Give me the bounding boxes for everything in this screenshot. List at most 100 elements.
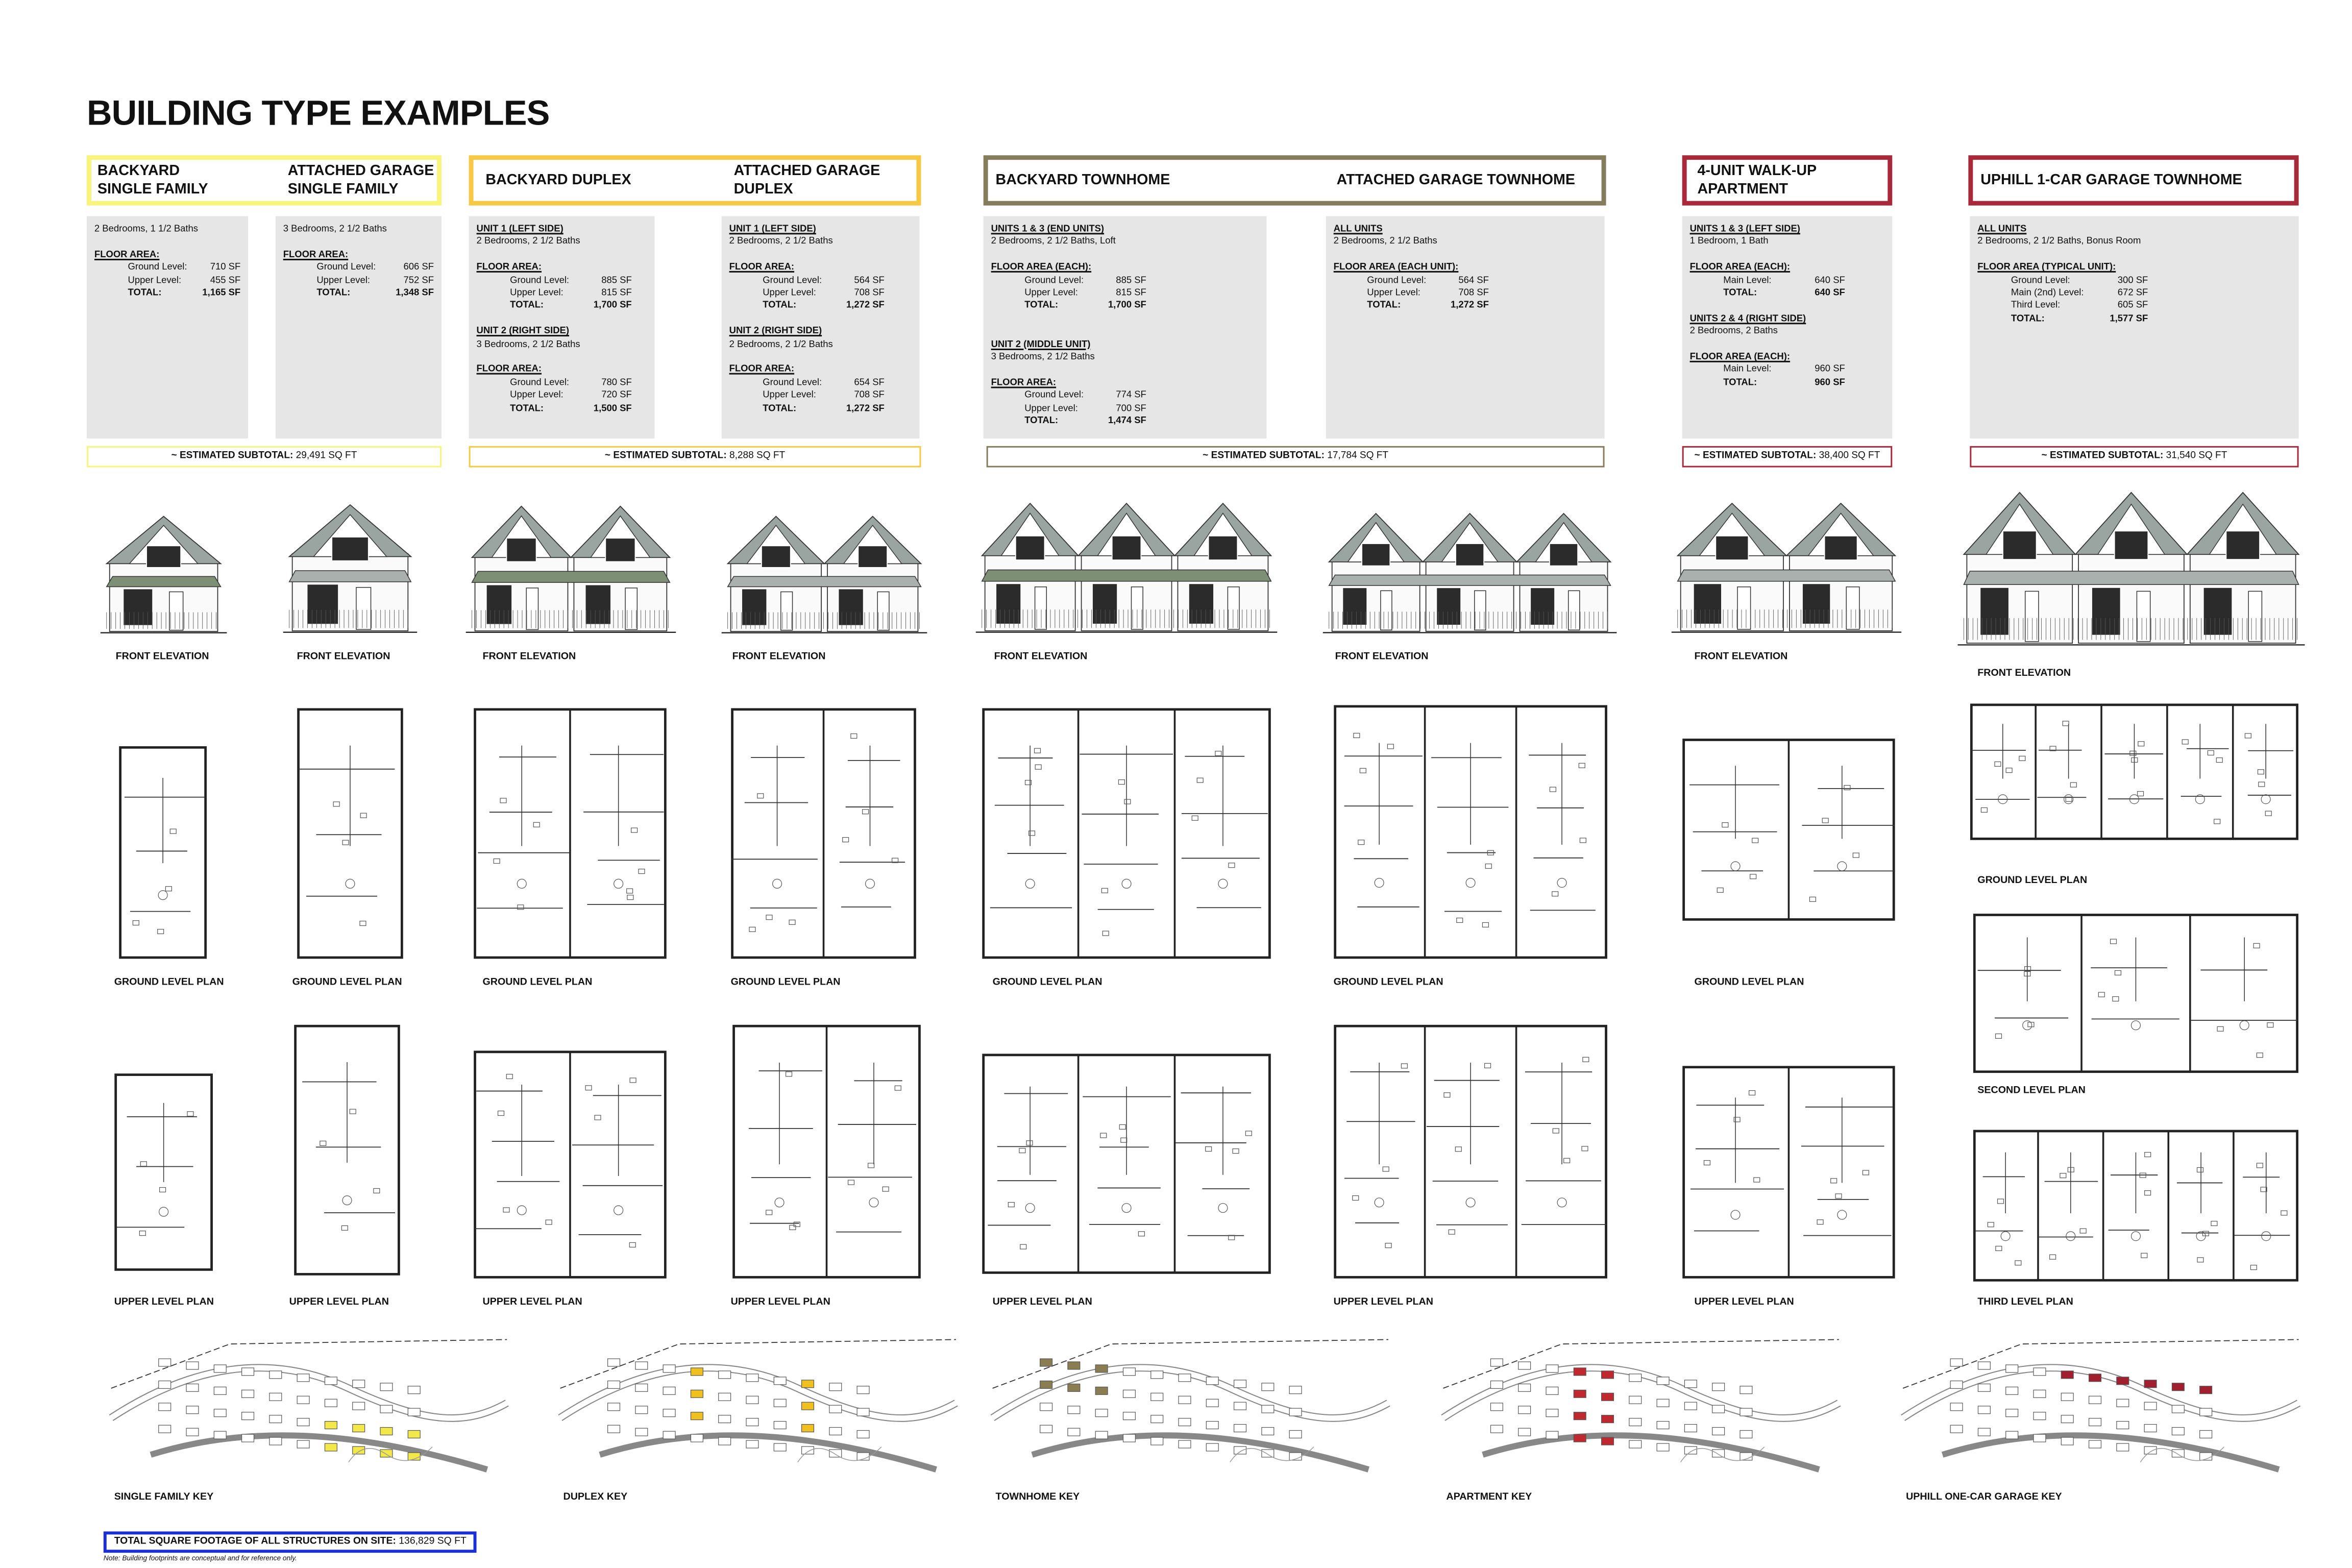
table <box>1837 1210 1847 1220</box>
furniture <box>1552 891 1559 897</box>
total-value: 136,829 SQ FT <box>399 1536 467 1547</box>
floor-area-row: Main Level:640 SF <box>1690 275 1885 288</box>
level-value: 455 SF <box>210 275 241 286</box>
highlighted-building <box>1573 1434 1586 1442</box>
floor-plan-drawing <box>474 1050 667 1279</box>
furniture <box>360 813 367 818</box>
table <box>345 878 355 889</box>
furniture <box>2141 1253 2148 1258</box>
floor-plan-drawing <box>1970 703 2298 840</box>
furniture <box>1196 777 1204 783</box>
floor-area-heading: FLOOR AREA: <box>729 262 795 273</box>
level-value: 815 SF <box>601 287 632 299</box>
level-value: 774 SF <box>1116 390 1146 401</box>
building <box>2061 1437 2074 1446</box>
building <box>186 1406 199 1414</box>
highlighted-building <box>1601 1437 1614 1446</box>
building <box>2061 1392 2074 1401</box>
furniture <box>320 1140 327 1146</box>
level-value: 780 SF <box>601 377 632 388</box>
furniture <box>545 1219 552 1225</box>
floor-area-row: TOTAL:1,577 SF <box>1977 313 2291 326</box>
site-key-map <box>109 1339 509 1473</box>
furniture <box>862 809 869 815</box>
floor-plan-drawing <box>982 1054 1271 1274</box>
site-key-label: SINGLE FAMILY KEY <box>114 1491 214 1503</box>
furniture <box>1359 768 1366 773</box>
level-label: Upper Level: <box>763 390 816 401</box>
building <box>1977 1428 1991 1436</box>
highlighted-building <box>380 1427 393 1436</box>
building <box>1950 1403 1963 1411</box>
table <box>1218 878 1228 889</box>
level-value: 300 SF <box>2117 275 2148 286</box>
building <box>1656 1421 1670 1430</box>
building <box>829 1405 842 1413</box>
porch-roof <box>727 576 922 587</box>
building <box>2005 1364 2019 1373</box>
front-elevation-drawing <box>465 505 676 633</box>
site-key-label: UPHILL ONE-CAR GARAGE KEY <box>1906 1491 2062 1503</box>
furniture <box>2024 971 2031 976</box>
furniture <box>500 798 507 803</box>
building <box>1289 1408 1302 1416</box>
building <box>1067 1428 1081 1436</box>
floor-plan-drawing <box>297 708 403 959</box>
building <box>1950 1425 1963 1433</box>
subtotal-label: ~ ESTIMATED SUBTOTAL: <box>1694 450 1817 461</box>
building <box>269 1392 282 1401</box>
furniture <box>1835 1193 1842 1199</box>
level-label: TOTAL: <box>763 300 797 311</box>
contour <box>1680 1447 1765 1462</box>
furniture <box>1232 1148 1239 1154</box>
door <box>1131 586 1143 630</box>
furniture <box>2131 757 2138 763</box>
furniture <box>1352 1195 1359 1201</box>
furniture <box>1980 807 1988 813</box>
table <box>1465 878 1476 888</box>
furniture <box>503 1207 510 1213</box>
furniture <box>847 1180 855 1185</box>
level-value: 1,272 SF <box>846 300 885 311</box>
highlighted-building <box>1573 1389 1586 1398</box>
level-value: 1,500 SF <box>593 403 632 414</box>
building <box>718 1437 731 1446</box>
window <box>1549 543 1579 567</box>
level-label: TOTAL: <box>510 403 544 414</box>
furniture <box>349 1109 356 1114</box>
furniture <box>2257 769 2265 775</box>
building <box>1518 1428 1531 1436</box>
building <box>1977 1361 1991 1370</box>
road <box>599 1432 937 1473</box>
building <box>2199 1408 2213 1416</box>
level-label: Main (2nd) Level: <box>2011 287 2084 299</box>
header-line: ATTACHED GARAGE <box>287 163 434 180</box>
furniture <box>766 915 773 920</box>
subtotal-value: 8,288 SQ FT <box>729 450 786 461</box>
furniture <box>1997 1198 2004 1204</box>
level-label: Main Level: <box>1723 275 1772 286</box>
drawing-label: FRONT ELEVATION <box>297 651 390 663</box>
front-elevation-drawing <box>283 504 418 633</box>
front-elevation-drawing <box>1671 502 1902 633</box>
furniture <box>2267 1022 2274 1028</box>
spacer <box>1690 250 1885 262</box>
property-line <box>111 1339 507 1389</box>
furniture <box>2253 943 2260 948</box>
table <box>2261 1231 2271 1241</box>
table <box>2129 794 2140 804</box>
front-elevation-drawing <box>721 516 927 633</box>
furniture <box>342 840 349 845</box>
subtotal-label: ~ ESTIMATED SUBTOTAL: <box>2041 450 2164 461</box>
building <box>407 1386 421 1394</box>
building <box>1977 1383 1991 1392</box>
highlighted-building <box>801 1424 815 1433</box>
building <box>2033 1412 2046 1420</box>
road-fill <box>558 1365 958 1421</box>
drawing-label: FRONT ELEVATION <box>1694 651 1788 663</box>
unit-heading: UNIT 2 (RIGHT SIDE) <box>476 326 570 337</box>
